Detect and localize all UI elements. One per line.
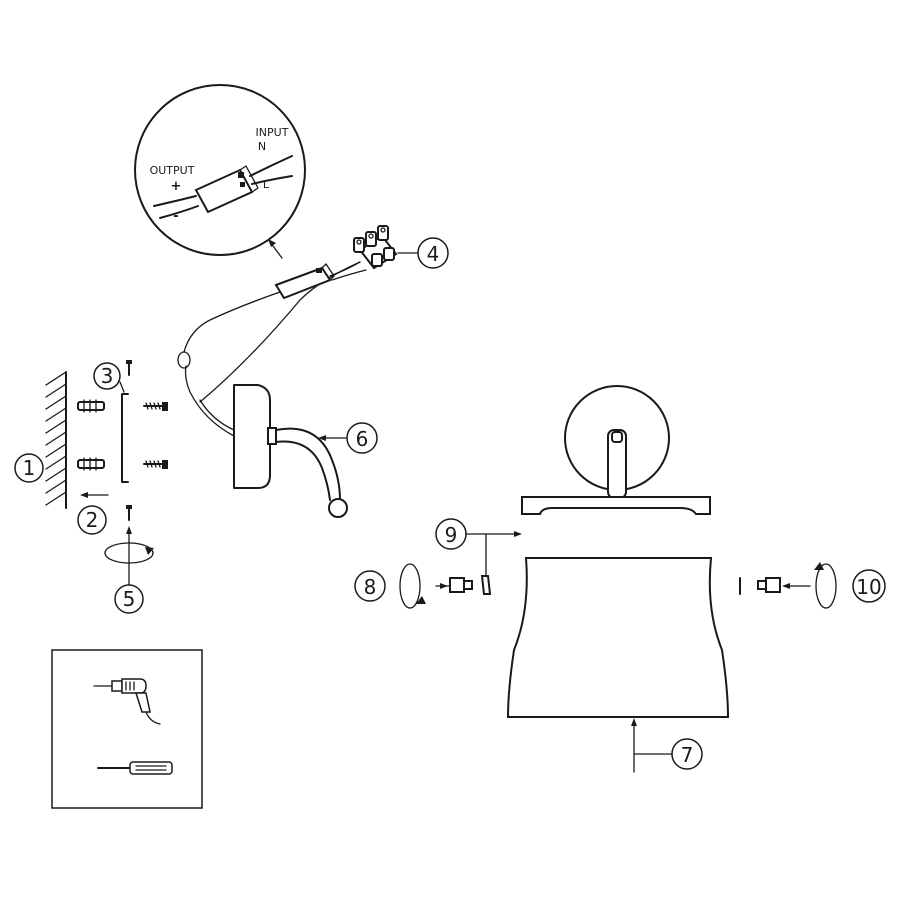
screwdriver-icon	[97, 761, 173, 775]
svg-text:OUTPUT: OUTPUT	[150, 164, 195, 177]
drill-icon	[93, 678, 161, 725]
svg-text:5: 5	[123, 587, 136, 611]
led-driver	[274, 261, 367, 300]
svg-text:4: 4	[427, 242, 440, 266]
svg-text:10: 10	[856, 575, 881, 599]
svg-text:N: N	[258, 140, 266, 153]
screw-top	[143, 402, 168, 411]
screw-bottom	[143, 460, 168, 469]
wall-plug-top	[77, 399, 105, 413]
driver-detail-zoom: INPUT N L OUTPUT + -	[134, 84, 306, 259]
terminal-block	[353, 225, 398, 270]
callout-6: 6	[318, 422, 378, 454]
lamp-front-bar	[521, 496, 711, 515]
lamp-shade	[506, 557, 730, 718]
washer	[480, 575, 492, 595]
wall-plug-bottom	[77, 457, 105, 471]
callout-4: 4	[397, 237, 449, 269]
callout-2: 2	[77, 505, 107, 535]
svg-text:2: 2	[86, 508, 99, 532]
lamp-backplate	[233, 384, 277, 489]
set-screw-top	[126, 360, 132, 376]
svg-text:L: L	[263, 178, 270, 191]
mounting-bracket	[121, 393, 129, 483]
svg-text:9: 9	[445, 523, 458, 547]
fixing-nut-left	[435, 577, 473, 593]
rotation-arrow-8	[399, 563, 426, 609]
callout-5: 5	[114, 584, 144, 614]
set-screw-bottom	[126, 505, 132, 521]
svg-text:1: 1	[23, 456, 36, 480]
rotation-arrow-10	[814, 562, 837, 609]
lamp-front-arm	[607, 429, 627, 499]
callout-10: 10	[852, 569, 886, 603]
fixing-nut-right	[739, 577, 811, 595]
callout-3: 3	[93, 362, 125, 393]
svg-text:8: 8	[364, 575, 377, 599]
callout-8: 8	[354, 570, 386, 602]
tools-box	[51, 649, 203, 809]
arrow-towards-wall	[80, 492, 109, 498]
svg-text:7: 7	[681, 743, 694, 767]
callout-7: 7	[631, 718, 703, 773]
svg-text:3: 3	[101, 364, 114, 388]
wall	[45, 371, 67, 509]
svg-text:6: 6	[356, 427, 369, 451]
callout-1: 1	[14, 453, 44, 483]
lamp-arm	[275, 427, 348, 518]
svg-text:INPUT: INPUT	[256, 126, 289, 139]
svg-text:-: -	[173, 209, 178, 224]
callout-9: 9	[435, 518, 522, 579]
svg-text:+: +	[171, 179, 182, 194]
rotation-arrow-5	[104, 526, 154, 586]
